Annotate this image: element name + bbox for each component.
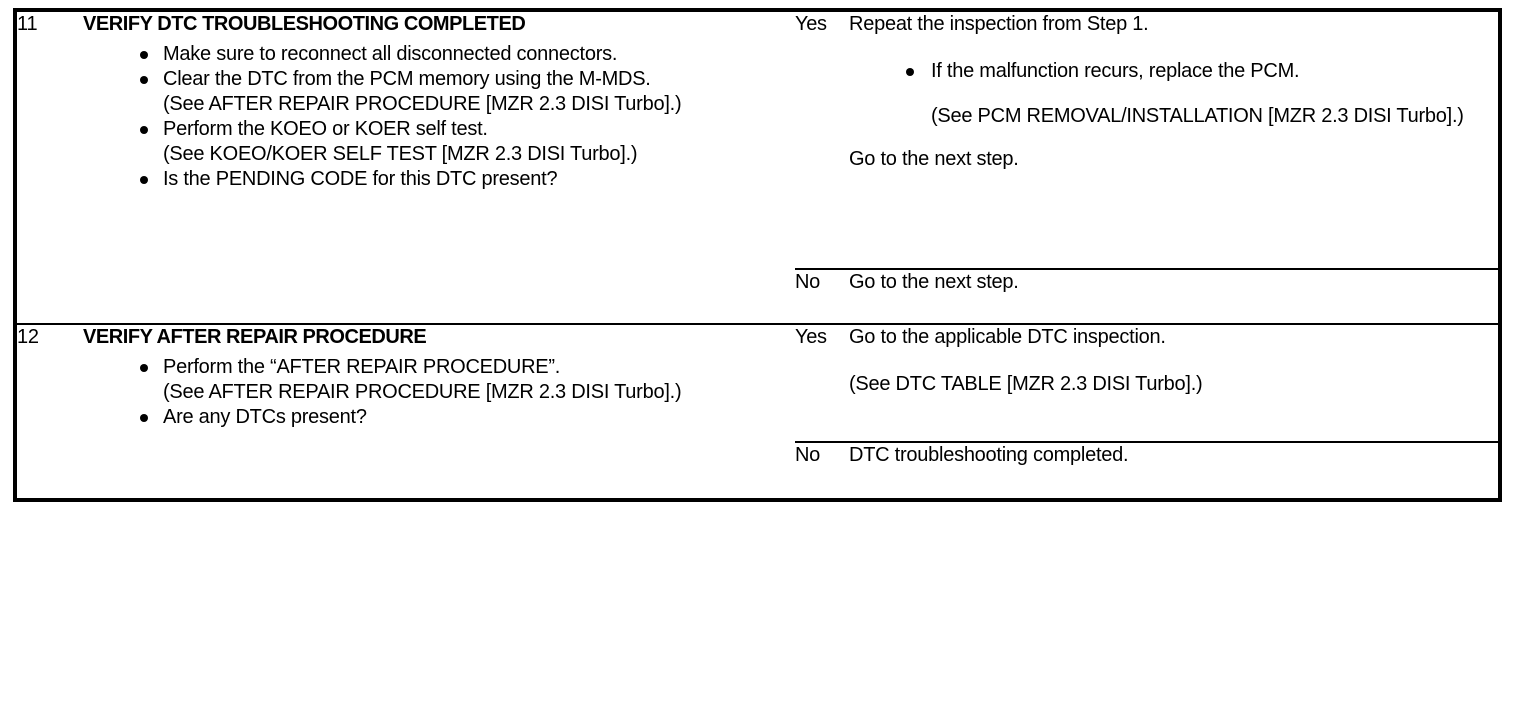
- reference-note: (See PCM REMOVAL/INSTALLATION [MZR 2.3 D…: [931, 105, 1464, 127]
- step-number-cell: 12: [15, 323, 83, 500]
- action-cell-yes: Go to the applicable DTC inspection. (Se…: [849, 323, 1500, 442]
- judgement-cell-no: No: [795, 441, 849, 500]
- judgement-cell-no: No: [795, 268, 849, 324]
- judgement-label: Yes: [795, 326, 827, 348]
- table-row: 11 VERIFY DTC TROUBLESHOOTING COMPLETED …: [15, 10, 1500, 324]
- list-item: Perform the KOEO or KOER self test.: [83, 117, 795, 142]
- reference-note: (See KOEO/KOER SELF TEST [MZR 2.3 DISI T…: [163, 143, 638, 165]
- cell-spacer: [849, 397, 1498, 441]
- reference-note: (See DTC TABLE [MZR 2.3 DISI Turbo].): [849, 373, 1203, 395]
- action-line: Go to the next step.: [849, 148, 1019, 170]
- dtc-troubleshooting-table: 11 VERIFY DTC TROUBLESHOOTING COMPLETED …: [13, 8, 1502, 502]
- cell-spacer: [83, 430, 795, 442]
- action-list: If the malfunction recurs, replace the P…: [849, 59, 1498, 129]
- step-inspection-cell: VERIFY DTC TROUBLESHOOTING COMPLETED Mak…: [83, 10, 795, 324]
- step-inspection-cell: VERIFY AFTER REPAIR PROCEDURE Perform th…: [83, 323, 795, 500]
- step-title: VERIFY AFTER REPAIR PROCEDURE: [83, 326, 427, 348]
- cell-spacer: [849, 172, 1498, 268]
- action-block: Repeat the inspection from Step 1. If th…: [849, 12, 1498, 268]
- list-item: Make sure to reconnect all disconnected …: [83, 42, 795, 67]
- step-title: VERIFY DTC TROUBLESHOOTING COMPLETED: [83, 13, 526, 35]
- table-row: No Go to the next step.: [15, 268, 1500, 324]
- inspection-list: Perform the “AFTER REPAIR PROCEDURE”. (S…: [83, 355, 795, 430]
- action-line: Go to the next step.: [849, 271, 1019, 293]
- cell-spacer: [849, 468, 1498, 498]
- action-line: Go to the applicable DTC inspection.: [849, 326, 1166, 348]
- action-cell-no: DTC troubleshooting completed.: [849, 441, 1500, 500]
- step-number-cell: 11: [15, 10, 83, 324]
- list-item: Are any DTCs present?: [83, 405, 795, 430]
- judgement-label: No: [795, 444, 820, 466]
- table-row: 12 VERIFY AFTER REPAIR PROCEDURE Perform…: [15, 323, 1500, 500]
- judgement-cell-yes: Yes: [795, 323, 849, 442]
- judgement-label: No: [795, 271, 820, 293]
- step-number: 11: [17, 13, 38, 35]
- list-item: Perform the “AFTER REPAIR PROCEDURE”.: [83, 355, 795, 380]
- inspection-list: Make sure to reconnect all disconnected …: [83, 42, 795, 192]
- list-item: Is the PENDING CODE for this DTC present…: [83, 167, 795, 192]
- action-cell-yes: Repeat the inspection from Step 1. If th…: [849, 10, 1500, 269]
- action-line: DTC troubleshooting completed.: [849, 444, 1129, 466]
- table-row: No DTC troubleshooting completed.: [15, 441, 1500, 500]
- action-line: Repeat the inspection from Step 1.: [849, 13, 1149, 35]
- step-number: 12: [17, 326, 39, 348]
- list-item: If the malfunction recurs, replace the P…: [849, 59, 1498, 84]
- action-cell-no: Go to the next step.: [849, 268, 1500, 324]
- judgement-cell-yes: Yes: [795, 10, 849, 269]
- reference-note: (See AFTER REPAIR PROCEDURE [MZR 2.3 DIS…: [163, 93, 682, 115]
- judgement-label: Yes: [795, 13, 827, 35]
- list-item: Clear the DTC from the PCM memory using …: [83, 67, 795, 92]
- reference-note: (See AFTER REPAIR PROCEDURE [MZR 2.3 DIS…: [163, 381, 682, 403]
- cell-spacer: [849, 295, 1498, 323]
